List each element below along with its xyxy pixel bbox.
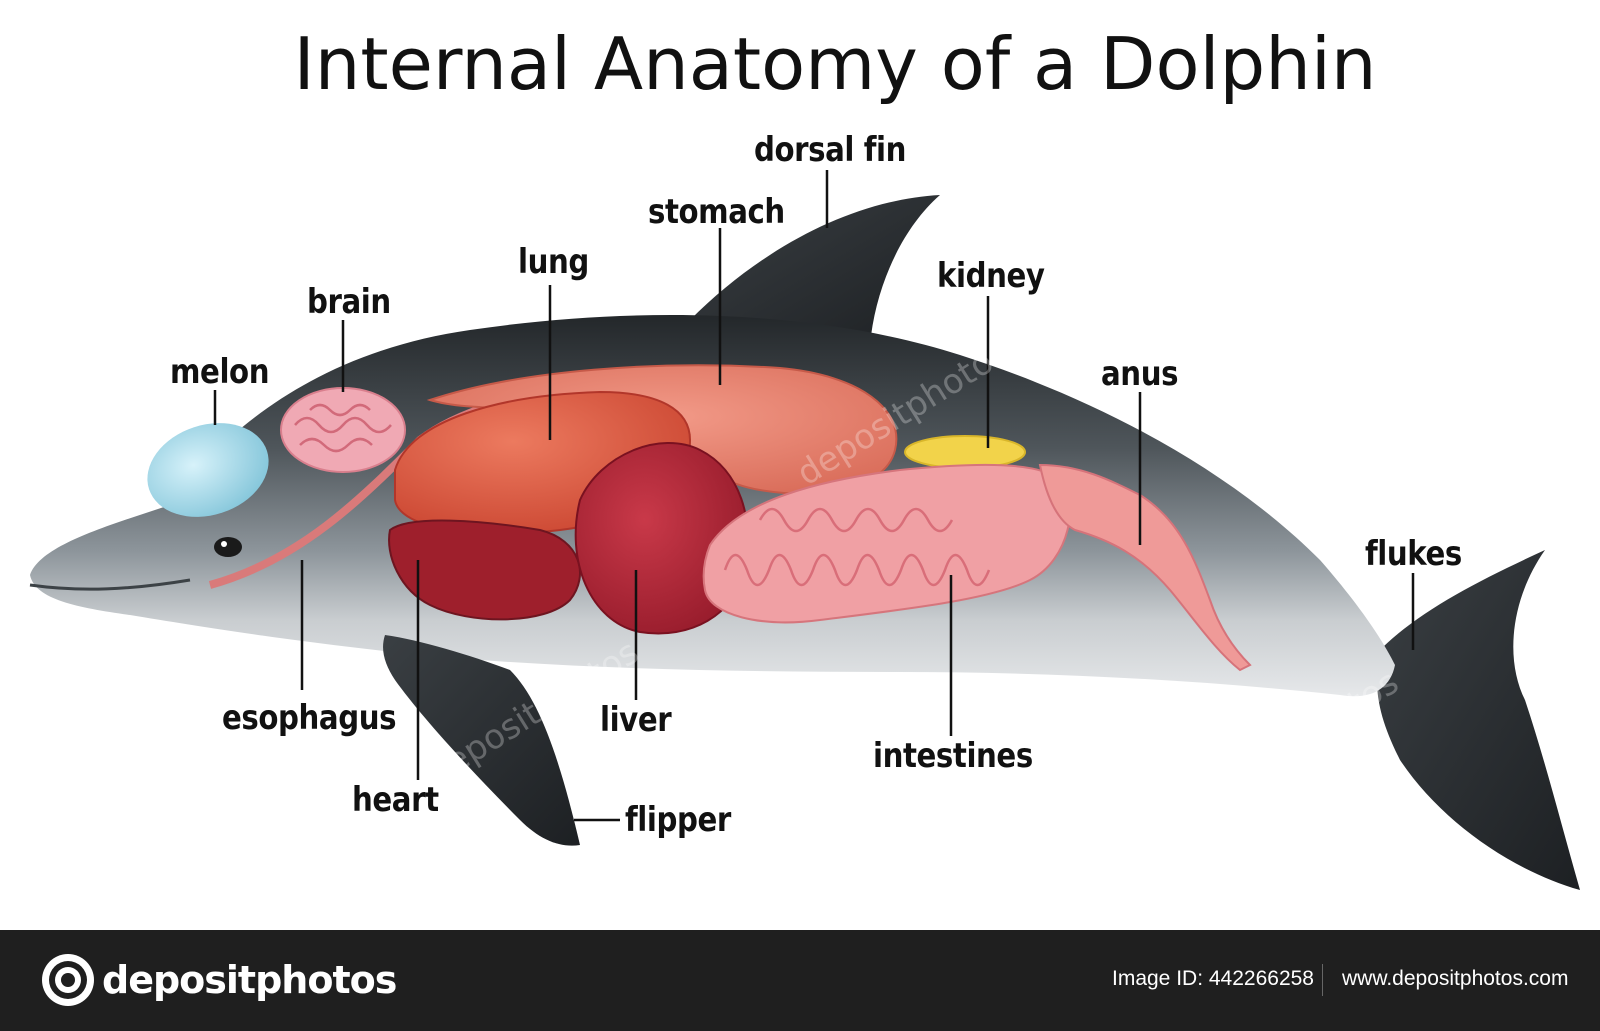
flukes-shape [1376, 550, 1580, 890]
label-heart: heart [352, 780, 439, 820]
heart-shape [388, 519, 581, 621]
dorsal-fin-shape [690, 195, 940, 345]
leader-lines [213, 170, 1415, 822]
footer-divider [1322, 964, 1323, 996]
label-esophagus: esophagus [222, 698, 397, 738]
flipper-shape [383, 635, 580, 846]
label-flipper: flipper [625, 800, 731, 840]
kidney-shape [904, 435, 1026, 469]
image-id: Image ID: 442266258 [1112, 967, 1314, 990]
eye-shape [214, 537, 242, 557]
diagram-title: Internal Anatomy of a Dolphin [293, 22, 1377, 106]
intestines-shape [702, 463, 1071, 624]
label-dorsal-fin: dorsal fin [754, 130, 907, 170]
camera-icon [42, 954, 94, 1006]
label-melon: melon [170, 352, 270, 392]
brand-name: depositphotos [102, 958, 397, 1002]
label-liver: liver [600, 700, 672, 740]
label-anus: anus [1101, 354, 1179, 394]
label-intestines: intestines [873, 736, 1033, 776]
brand-logo[interactable]: depositphotos [40, 952, 397, 1008]
label-brain: brain [307, 282, 391, 322]
site-link[interactable]: www.depositphotos.com [1342, 967, 1569, 990]
label-stomach: stomach [648, 192, 785, 232]
label-lung: lung [518, 242, 589, 282]
label-flukes: flukes [1365, 534, 1462, 574]
diagram-stage: depositphotos depositphotos depositphoto… [29, 22, 1580, 890]
footer-bar: depositphotos Image ID: 442266258 www.de… [0, 930, 1600, 1031]
label-kidney: kidney [937, 256, 1045, 296]
melon-shape [147, 423, 269, 517]
dolphin-diagram [29, 170, 1580, 890]
